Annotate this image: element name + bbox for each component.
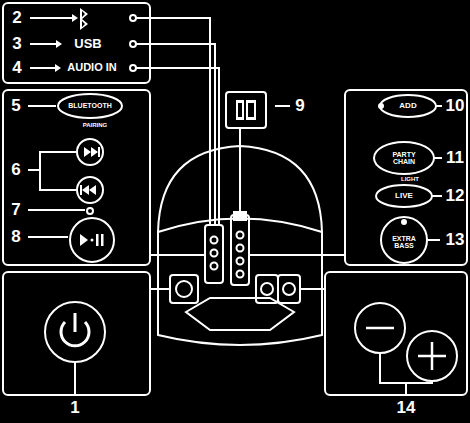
button-sublabel: LIGHT <box>401 176 419 182</box>
callout-number: 13 <box>446 231 465 249</box>
callout-number: 3 <box>12 35 21 53</box>
callout-number: 11 <box>446 149 464 167</box>
panel <box>226 92 266 128</box>
panel <box>325 272 467 395</box>
button-sublabel: PAIRING <box>83 122 108 128</box>
callout-number: 14 <box>397 399 416 417</box>
port-label: AUDIO IN <box>67 62 117 74</box>
callout-number: 10 <box>446 97 465 115</box>
panel <box>3 90 150 265</box>
callout-number: 5 <box>11 97 20 115</box>
button-label: LIVE <box>395 192 413 200</box>
callout-number: 9 <box>295 97 304 115</box>
panel <box>3 272 150 395</box>
port-label: USB <box>74 37 101 51</box>
callout-number: 8 <box>11 228 20 246</box>
callout-number: 1 <box>70 399 79 417</box>
callout-number: 4 <box>12 59 21 77</box>
button-label: PARTY CHAIN <box>382 151 426 166</box>
panel <box>3 3 150 83</box>
callout-number: 12 <box>446 187 465 205</box>
callout-number: 2 <box>12 9 21 27</box>
button-label: EXTRA BASS <box>387 235 421 250</box>
button-label: ADD <box>399 102 416 110</box>
panel <box>345 90 467 265</box>
callout-number: 7 <box>11 201 20 219</box>
callout-number: 6 <box>11 161 20 179</box>
button-label: BLUETOOTH <box>68 102 111 109</box>
